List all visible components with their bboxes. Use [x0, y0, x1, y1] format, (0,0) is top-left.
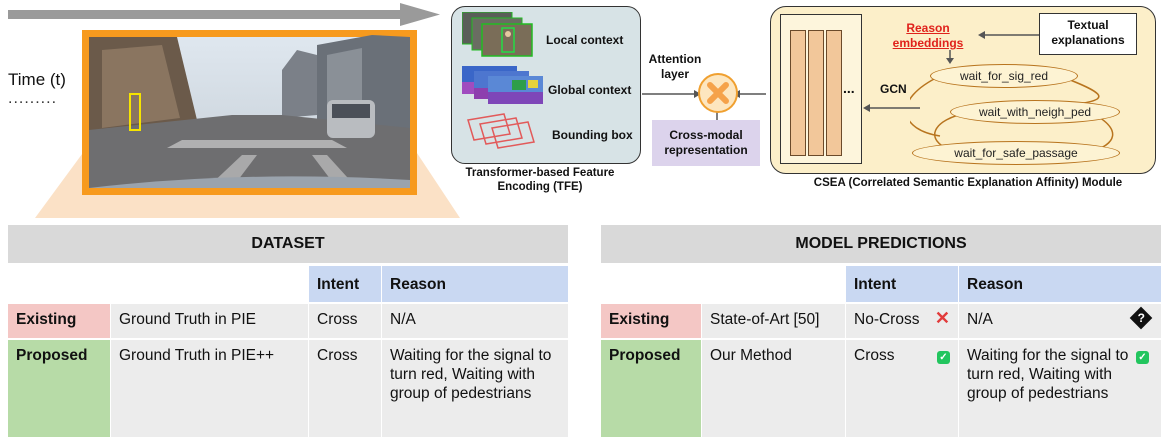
- predictions-row-existing-reason: N/A: [967, 311, 993, 328]
- gcn-layer-bar: [790, 30, 806, 156]
- dataset-row-existing-reason: N/A: [382, 304, 568, 338]
- global-context-thumbnails: [462, 66, 543, 104]
- bounding-box-icon: [467, 113, 535, 149]
- predictions-header-reason: Reason: [959, 266, 1161, 302]
- predictions-row-existing-source: State-of-Art [50]: [702, 304, 845, 338]
- time-dots: .........: [8, 90, 58, 107]
- global-context-label: Global context: [548, 83, 632, 97]
- predictions-header-intent: Intent: [846, 266, 958, 302]
- dataset-row-proposed-reason: Waiting for the signal to turn red, Wait…: [382, 340, 568, 437]
- cross-icon: ✕: [934, 308, 950, 328]
- dataset-row-existing-label: Existing: [8, 304, 110, 338]
- predictions-row-proposed-intent-cell: Cross ✓: [846, 340, 958, 437]
- predictions-title: MODEL PREDICTIONS: [601, 225, 1161, 263]
- check-icon: ✓: [1136, 351, 1149, 364]
- dataset-row-proposed-source: Ground Truth in PIE++: [111, 340, 308, 437]
- predictions-row-existing-intent: No-Cross: [854, 311, 920, 328]
- time-arrow: [8, 3, 440, 26]
- dataset-row-proposed-intent: Cross: [309, 340, 381, 437]
- predictions-row-existing-intent-cell: No-Cross ✕: [846, 304, 958, 338]
- predictions-row-proposed-source: Our Method: [702, 340, 845, 437]
- gcn-label: GCN: [880, 82, 907, 96]
- csea-arrows: [946, 31, 1040, 64]
- predictions-row-existing-reason-cell: N/A ?: [959, 304, 1161, 338]
- dataset-header-intent: Intent: [309, 266, 381, 302]
- local-context-thumbnails: [462, 12, 533, 57]
- predictions-row-proposed-label: Proposed: [601, 340, 701, 437]
- time-label: Time (t): [8, 70, 66, 89]
- gcn-layers-ellipsis: ...: [843, 80, 855, 96]
- gcn-layer-bar: [808, 30, 824, 156]
- dataset-row-existing-source: Ground Truth in PIE: [111, 304, 308, 338]
- dataset-row-proposed-label: Proposed: [8, 340, 110, 437]
- reason-embeddings-label: Reason embeddings: [892, 21, 964, 50]
- csea-caption: CSEA (Correlated Semantic Explanation Af…: [813, 177, 1123, 189]
- reason-node: wait_with_neigh_ped: [950, 100, 1120, 124]
- gcn-layer-bar: [826, 30, 842, 156]
- predictions-row-existing-label: Existing: [601, 304, 701, 338]
- predictions-row-proposed-reason-cell: Waiting for the signal to turn red, Wait…: [959, 340, 1161, 437]
- check-icon: ✓: [937, 351, 950, 364]
- reason-node: wait_for_sig_red: [930, 64, 1078, 88]
- cross-modal-representation: Cross-modal representation: [652, 120, 760, 166]
- bounding-box-label: Bounding box: [552, 128, 633, 142]
- unknown-icon-mark: ?: [1137, 311, 1145, 325]
- local-context-label: Local context: [546, 33, 624, 47]
- fusion-icon: [698, 73, 738, 113]
- predictions-row-proposed-reason: Waiting for the signal to turn red, Wait…: [967, 347, 1129, 402]
- dataset-header-reason: Reason: [382, 266, 568, 302]
- dataset-row-existing-intent: Cross: [309, 304, 381, 338]
- predictions-row-proposed-intent: Cross: [854, 347, 895, 364]
- street-scene-image: [82, 30, 417, 195]
- gcn-arrow: [863, 104, 920, 112]
- reason-node: wait_for_safe_passage: [912, 141, 1120, 165]
- attention-layer-label: Attention layer: [648, 52, 702, 81]
- tfe-caption: Transformer-based Feature Encoding (TFE): [465, 167, 615, 193]
- textual-explanations-box: Textual explanations: [1039, 13, 1137, 55]
- dataset-title: DATASET: [8, 225, 568, 263]
